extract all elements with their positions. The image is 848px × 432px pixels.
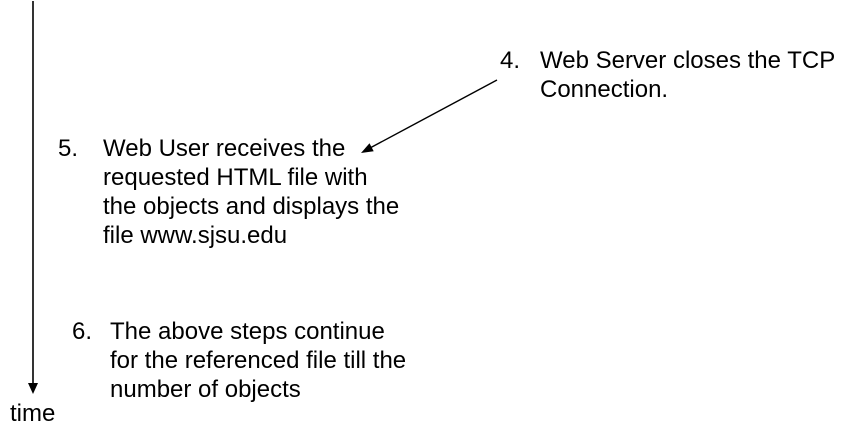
step-5: 5. Web User receives the requested HTML … <box>58 134 399 250</box>
step-6-line-3: number of objects <box>110 376 301 403</box>
step-6-text: The above steps continue for the referen… <box>110 317 406 404</box>
step-5-text: Web User receives the requested HTML fil… <box>103 134 399 250</box>
step-4-line-2: Connection. <box>540 76 669 103</box>
time-axis-arrowhead-icon <box>28 383 38 394</box>
step-4-line-1: Web Server closes the TCP <box>540 47 836 74</box>
step-5-line-2: requested HTML file with <box>103 164 368 191</box>
step4-to-step5-line <box>369 79 498 149</box>
step-4-number: 4. <box>500 47 521 74</box>
step-6: 6. The above steps continue for the refe… <box>72 317 406 404</box>
step-5-line-3: the objects and displays the <box>103 193 400 220</box>
step-4: 4. Web Server closes the TCP Connection. <box>500 46 835 104</box>
step-5-line-4: file www.sjsu.edu <box>103 222 288 249</box>
step-4-text: Web Server closes the TCP Connection. <box>540 46 835 104</box>
step-5-number: 5. <box>58 135 79 162</box>
step-6-line-2: for the referenced file till the <box>110 347 407 374</box>
step-5-line-1: Web User receives the <box>103 135 346 162</box>
time-axis-label: time <box>10 400 56 427</box>
step-6-line-1: The above steps continue <box>110 318 385 345</box>
step4-to-step5-arrowhead-icon <box>361 143 374 153</box>
step-6-number: 6. <box>72 318 93 345</box>
